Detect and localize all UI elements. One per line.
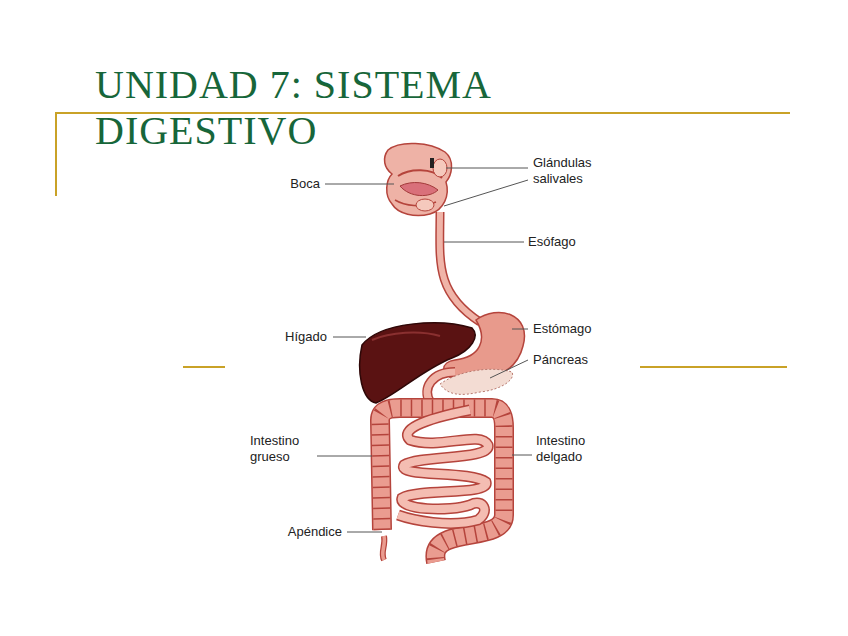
mouth-figure: [385, 143, 452, 215]
leader-lines: [317, 168, 532, 532]
part-label: Intestino delgado: [536, 433, 604, 465]
gold-rule: [55, 113, 57, 196]
liver: [372, 333, 440, 340]
esophagus: [440, 212, 480, 322]
small-intestine: [398, 410, 488, 523]
part-label: Hígado: [255, 329, 327, 345]
part-label: Esófago: [528, 234, 608, 250]
appendix: [383, 536, 385, 560]
part-label: Páncreas: [533, 352, 623, 368]
esophagus: [440, 212, 480, 322]
gold-rule: [640, 366, 787, 368]
pancreas: [440, 369, 513, 394]
small-intestine: [398, 410, 488, 523]
large-intestine: [380, 408, 504, 562]
part-label: Glándulas salivales: [533, 155, 613, 187]
slide-title: UNIDAD 7: SISTEMA DIGESTIVO: [95, 62, 695, 154]
part-label: Apéndice: [262, 524, 342, 540]
part-label: Estómago: [533, 321, 623, 337]
gold-rule: [183, 366, 225, 368]
large-intestine: [380, 408, 504, 562]
part-label: Boca: [250, 176, 320, 192]
large-intestine: [380, 408, 504, 562]
appendix: [383, 536, 385, 560]
part-label: Intestino grueso: [250, 433, 314, 465]
